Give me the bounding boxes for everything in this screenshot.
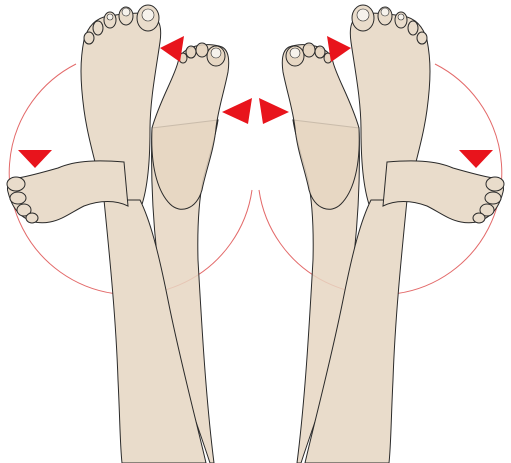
left-figure <box>7 5 252 463</box>
right-figure <box>259 5 504 463</box>
